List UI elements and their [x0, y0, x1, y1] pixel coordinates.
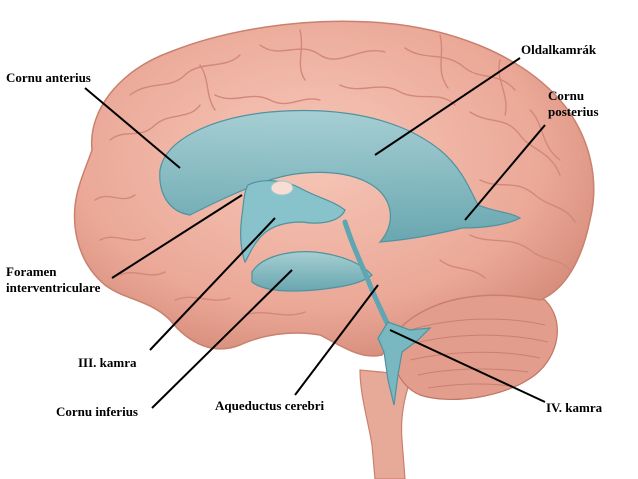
third-ventricle: [240, 180, 346, 264]
leader-lines: [84, 57, 546, 409]
leader-foramen: [111, 194, 243, 279]
label-iii-kamra: III. kamra: [78, 355, 137, 370]
leader-cornu-inferius: [151, 269, 293, 409]
leader-cornu-posterius: [464, 124, 546, 221]
leader-iv-kamra: [389, 329, 546, 403]
label-cornu-inferius: Cornu inferius: [56, 404, 138, 419]
leader-aqueductus: [294, 284, 379, 396]
cerebral-aqueduct: [342, 219, 391, 328]
leader-cornu-anterius: [84, 87, 181, 169]
label-oldalkamrak: Oldalkamrák: [521, 42, 597, 57]
label-foramen-line2: interventriculare: [6, 280, 101, 295]
label-cornu-anterius: Cornu anterius: [6, 70, 91, 85]
label-foramen-line1: Foramen: [6, 264, 57, 279]
label-cornu-posterius-line2: posterius: [548, 104, 599, 119]
cerebrum-outline: [73, 20, 595, 357]
gyri: [94, 29, 576, 316]
label-aqueductus-cerebri: Aqueductus cerebri: [215, 398, 325, 413]
label-cornu-posterius-line1: Cornu: [548, 88, 585, 103]
leader-iii-kamra: [149, 217, 276, 351]
interthalamic-adhesion: [270, 180, 294, 196]
leader-oldalkamrak: [374, 57, 521, 156]
brainstem: [359, 369, 413, 479]
label-iv-kamra: IV. kamra: [546, 400, 603, 415]
fourth-ventricle: [377, 321, 432, 406]
